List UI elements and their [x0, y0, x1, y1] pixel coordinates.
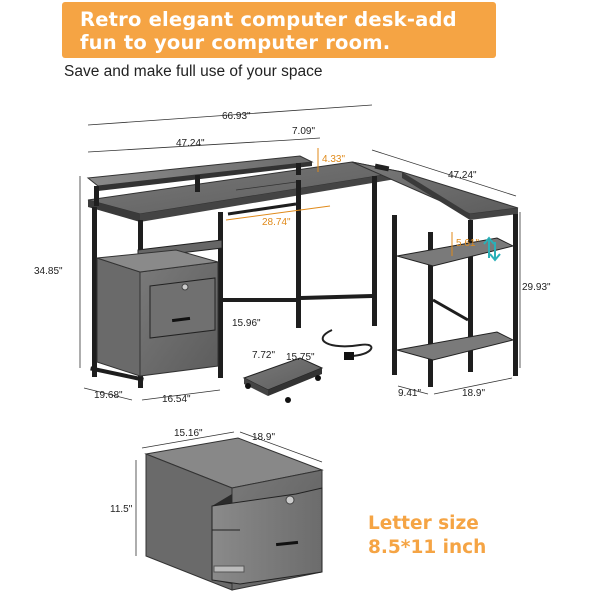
drawer-detail	[144, 437, 324, 591]
dim-drawer-depth: 18.9"	[252, 432, 275, 443]
dim-side-length: 18.9"	[462, 388, 485, 399]
dim-stand-depth: 15.75"	[286, 352, 315, 363]
dim-shelf-depth: 7.09"	[292, 126, 315, 137]
dim-cabinet-depth: 19.68"	[94, 390, 123, 401]
dim-total-height: 34.85"	[34, 266, 63, 277]
callout-line-1: Letter size	[368, 513, 479, 534]
dim-side-width: 47.24"	[448, 170, 477, 181]
dim-drawer-width: 15.16"	[174, 428, 203, 439]
subtitle: Save and make full use of your space	[64, 63, 323, 80]
headline-line-2: fun to your computer room.	[80, 31, 391, 54]
dim-side-height: 29.93"	[522, 282, 551, 293]
cpu-stand	[242, 357, 324, 403]
dim-stand-width: 7.72"	[252, 350, 275, 361]
dim-desk-width: 47.24"	[176, 138, 205, 149]
dim-side-depth: 9.41"	[398, 388, 421, 399]
dimension-lines	[79, 104, 521, 401]
headline-text: Retro elegant computer desk-add fun to y…	[80, 8, 457, 54]
letter-size-callout: Letter size 8.5*11 inch	[368, 512, 486, 560]
drawer-dimension-lines	[135, 431, 323, 556]
headline-banner: Retro elegant computer desk-add fun to y…	[62, 2, 496, 58]
callout-line-2: 8.5*11 inch	[368, 537, 487, 558]
l-desk	[86, 155, 519, 388]
dim-total-width: 66.93"	[222, 111, 251, 122]
dim-knee-width: 28.74"	[262, 217, 291, 228]
dim-riser-height: 4.33"	[322, 154, 345, 165]
adjustable-arrows-icon	[483, 236, 501, 262]
headline-line-1: Retro elegant computer desk-add	[80, 8, 457, 31]
dim-cabinet-clearance: 15.96"	[232, 318, 261, 329]
dim-cabinet-width: 16.54"	[162, 394, 191, 405]
file-cabinet	[96, 257, 141, 377]
dim-shelf-gap: 5.61"	[456, 238, 479, 249]
dim-drawer-height: 11.5"	[110, 504, 133, 515]
orange-dimension-lines	[225, 148, 453, 256]
